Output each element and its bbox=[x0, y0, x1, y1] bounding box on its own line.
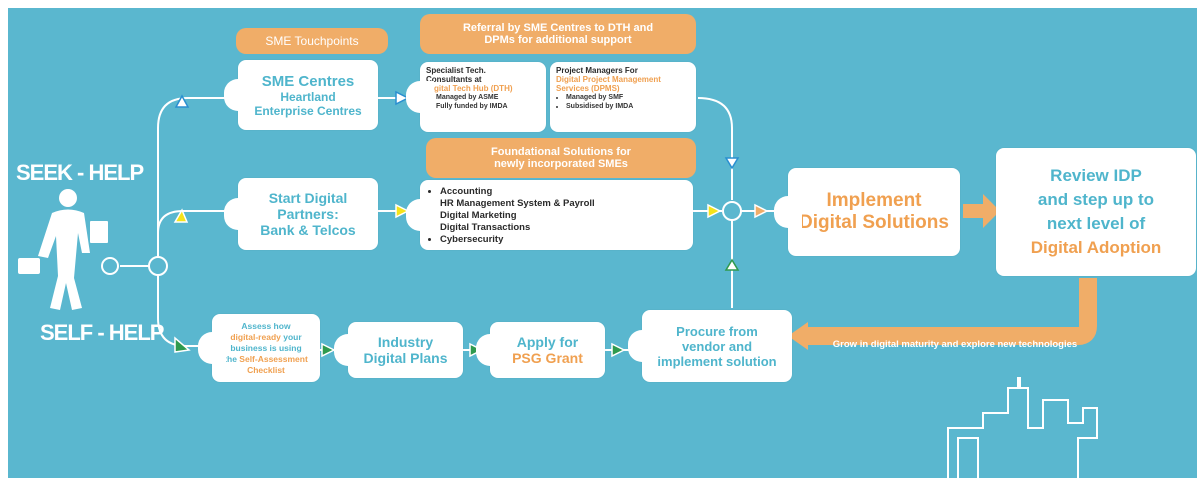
yellow-arrow-right-2 bbox=[707, 203, 722, 219]
specialist-bullet: Fully funded by IMDA bbox=[436, 102, 540, 111]
review-line3: next level of bbox=[1046, 214, 1146, 233]
green-arrow-1 bbox=[321, 342, 336, 358]
procure-line3: implement solution bbox=[657, 353, 777, 369]
grow-arrow-path bbox=[808, 278, 1097, 345]
industry-line2: Digital Plans bbox=[363, 350, 448, 366]
foundational-item: Digital Marketing bbox=[440, 210, 685, 222]
assess-p6: Self-Assessment bbox=[239, 353, 308, 364]
green-arrow-3 bbox=[611, 342, 626, 358]
grow-label: Grow in digital maturity and explore new… bbox=[832, 339, 1078, 350]
implement-line2: Digital Solutions bbox=[799, 212, 949, 233]
assess-text: Assess how digital-ready your business i… bbox=[224, 321, 308, 376]
sme-centres-line3: Enterprise Centres bbox=[254, 103, 362, 118]
pill-foundational-line1: Foundational Solutions for bbox=[491, 146, 631, 158]
blue-arrow-down bbox=[724, 157, 740, 170]
pill-referral-line2: DPMs for additional support bbox=[484, 34, 632, 46]
box-foundational-list: Accounting HR Management System & Payrol… bbox=[420, 180, 693, 250]
yellow-arrow-right bbox=[395, 203, 410, 219]
box-start-digital: Start Digital Partners: Bank & Telcos bbox=[238, 178, 378, 250]
skyline-icon bbox=[947, 377, 1098, 478]
connector-lines bbox=[18, 90, 1098, 478]
pill-sme-touchpoints: SME Touchpoints bbox=[236, 28, 388, 54]
apply-line2: PSG Grant bbox=[512, 350, 583, 366]
junction-circle-figure bbox=[101, 257, 119, 275]
procure-line1: Procure from bbox=[676, 323, 758, 339]
start-digital-line2: Partners: bbox=[277, 206, 339, 222]
box-review: Review IDP and step up to next level of … bbox=[996, 148, 1196, 276]
box-implement: Implement Digital Solutions bbox=[788, 168, 960, 256]
assess-p2: digital-ready bbox=[230, 331, 281, 342]
foundational-item: HR Management System & Payroll bbox=[440, 198, 685, 210]
foundational-item: Cybersecurity bbox=[440, 234, 685, 246]
pm-bullet: Managed by SMF bbox=[566, 93, 690, 102]
green-arrow-self bbox=[174, 336, 191, 353]
foundational-list: Accounting HR Management System & Payrol… bbox=[428, 186, 685, 246]
procure-line2: vendor and bbox=[681, 338, 753, 354]
assess-p3: your bbox=[280, 331, 302, 342]
box-assess: Assess how digital-ready your business i… bbox=[212, 314, 320, 382]
assess-p1: Assess how bbox=[241, 320, 291, 331]
box-industry: Industry Digital Plans bbox=[348, 322, 463, 378]
grow-arrow-head bbox=[788, 322, 808, 350]
box-specialist: Specialist Tech. Consultants at Digital … bbox=[420, 62, 546, 132]
assess-p7: Checklist bbox=[247, 364, 285, 375]
junction-circle-right bbox=[722, 201, 742, 221]
sme-centres-line2: Heartland bbox=[280, 89, 336, 104]
orange-arrow-right bbox=[754, 203, 769, 219]
self-help-label: SELF - HELP bbox=[40, 320, 164, 345]
box-apply: Apply for PSG Grant bbox=[490, 322, 605, 378]
assess-p4: business is using bbox=[230, 342, 302, 353]
specialist-bullet: Managed by ASME bbox=[436, 93, 540, 102]
seek-help-label: SEEK - HELP bbox=[16, 160, 144, 185]
pm-bullet: Subsidised by IMDA bbox=[566, 102, 690, 111]
apply-line1: Apply for bbox=[516, 334, 579, 350]
blue-arrow-right bbox=[395, 90, 410, 106]
box-sme-centres: SME Centres Heartland Enterprise Centres bbox=[238, 60, 378, 130]
start-digital-line1: Start Digital bbox=[268, 190, 348, 206]
pm-line2: Digital Project Management bbox=[556, 75, 661, 84]
assess-p5: the bbox=[224, 353, 240, 364]
junction-circle-left bbox=[148, 256, 168, 276]
pm-line3: Services (DPMS) bbox=[556, 84, 620, 93]
pill-foundational: Foundational Solutions for newly incorpo… bbox=[426, 138, 696, 178]
blue-arrow-up bbox=[174, 94, 190, 108]
review-line2: and step up to bbox=[1037, 190, 1155, 209]
yellow-arrow-up bbox=[173, 208, 189, 223]
pm-bullets: Managed by SMF Subsidised by IMDA bbox=[556, 93, 690, 111]
box-project-managers: Project Managers For Digital Project Man… bbox=[550, 62, 696, 132]
pill-referral: Referral by SME Centres to DTH and DPMs … bbox=[420, 14, 696, 54]
pill-referral-line1: Referral by SME Centres to DTH and bbox=[462, 22, 654, 34]
sme-centres-line1: SME Centres bbox=[261, 72, 355, 90]
orange-arrow-review bbox=[963, 194, 1000, 228]
specialist-line2: Consultants at bbox=[426, 75, 482, 84]
industry-line1: Industry bbox=[377, 334, 434, 350]
specialist-bullets: Managed by ASME Fully funded by IMDA bbox=[426, 93, 540, 111]
diagram-canvas: { "labels": { "seek_help": "SEEK - HELP"… bbox=[8, 8, 1197, 478]
green-arrow-up bbox=[724, 258, 740, 271]
box-procure: Procure from vendor and implement soluti… bbox=[642, 310, 792, 382]
pill-foundational-line2: newly incorporated SMEs bbox=[494, 158, 628, 170]
implement-line1: Implement bbox=[826, 190, 922, 211]
foundational-item: Digital Transactions bbox=[440, 222, 685, 234]
specialist-line3: Digital Tech Hub (DTH) bbox=[426, 84, 513, 93]
start-digital-line3: Bank & Telcos bbox=[260, 222, 356, 238]
foundational-item: Accounting bbox=[440, 186, 685, 198]
review-line4: Digital Adoption bbox=[1030, 238, 1162, 257]
review-line1: Review IDP bbox=[1050, 166, 1142, 185]
specialist-line1: Specialist Tech. bbox=[426, 66, 486, 75]
pm-line1: Project Managers For bbox=[556, 66, 638, 75]
person-icon bbox=[18, 189, 108, 310]
